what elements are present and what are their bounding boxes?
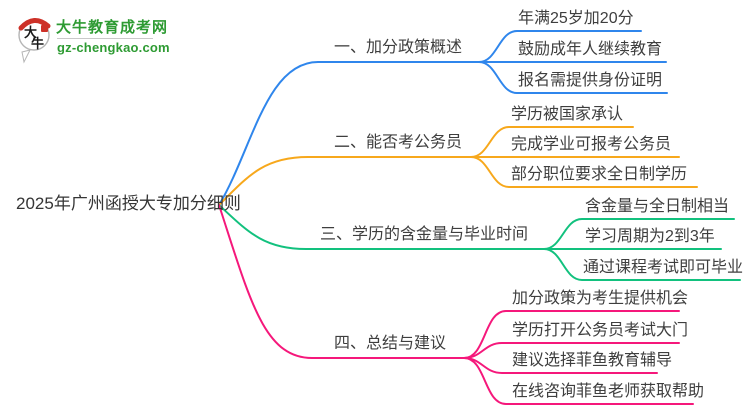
branch-trunk: [218, 204, 465, 359]
leaf-connector: [543, 248, 741, 281]
branch-trunk: [218, 156, 472, 206]
leaf-node: 学习周期为2到3年: [585, 228, 715, 245]
logo-site-name: 大牛教育成考网: [56, 19, 169, 36]
leaf-node: 报名需提供身份证明: [518, 72, 663, 89]
branch-2-lines: [218, 126, 698, 206]
logo-divider: [57, 38, 153, 39]
leaf-connector: [470, 126, 634, 158]
site-logo: 大 牛 大牛教育成考网 gz-chengkao.com: [14, 12, 184, 64]
leaf-connector: [478, 61, 668, 94]
leaf-node: 在线咨询菲鱼老师获取帮助: [512, 383, 705, 400]
logo-domain: gz-chengkao.com: [57, 40, 170, 55]
logo-char-top: 大: [24, 25, 37, 40]
branch-3-lines: [218, 204, 741, 281]
leaf-node: 学历被国家承认: [511, 106, 624, 123]
logo-char-bottom: 牛: [31, 36, 44, 51]
branch-label-3: 三、学历的含金量与毕业时间: [320, 226, 529, 243]
leaf-node: 含金量与全日制相当: [585, 198, 730, 215]
branch-4-lines: [218, 204, 694, 405]
central-topic: 2025年广州函授大专加分细则: [16, 194, 241, 213]
leaf-connector: [463, 310, 680, 359]
branch-label-2: 二、能否考公务员: [334, 134, 463, 151]
branch-trunk: [218, 204, 545, 250]
branch-trunk: [218, 61, 480, 206]
leaf-node: 通过课程考试即可毕业: [583, 259, 744, 276]
leaf-node: 部分职位要求全日制学历: [511, 166, 688, 183]
branch-label-4: 四、总结与建议: [334, 335, 447, 352]
leaf-node: 年满25岁加20分: [518, 10, 634, 27]
leaf-node: 学历打开公务员考试大门: [512, 322, 689, 339]
leaf-node: 加分政策为考生提供机会: [512, 290, 689, 307]
leaf-connector: [470, 156, 698, 188]
branch-1-lines: [218, 30, 668, 206]
branch-label-1: 一、加分政策概述: [334, 39, 463, 56]
leaf-connector: [463, 357, 694, 405]
leaf-connector: [478, 30, 642, 63]
leaf-node: 建议选择菲鱼教育辅导: [512, 352, 673, 369]
leaf-connector: [543, 218, 735, 250]
leaf-node: 完成学业可报考公务员: [511, 136, 672, 153]
bull-logo-icon: 大 牛: [18, 18, 51, 64]
leaf-node: 鼓励成年人继续教育: [518, 41, 663, 58]
